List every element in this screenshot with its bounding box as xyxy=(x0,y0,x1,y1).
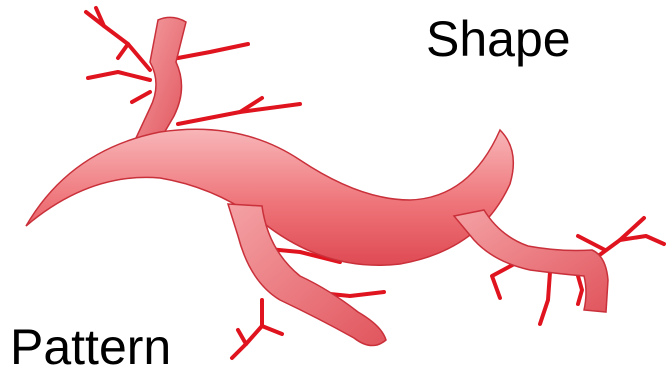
capillary-lower-left-twig2 xyxy=(238,330,246,344)
capillary-right-lower2 xyxy=(540,272,550,324)
capillary-top-left-lower2 xyxy=(132,92,150,102)
capillary-right-top-twig2 xyxy=(578,236,605,250)
pattern-label: Pattern xyxy=(10,322,171,372)
capillary-top-left xyxy=(86,12,150,70)
shape-label: Shape xyxy=(426,14,571,64)
vessel-right-branch xyxy=(454,210,608,312)
capillary-right-lower xyxy=(492,262,518,298)
capillary-top-left-twig2 xyxy=(118,44,128,58)
capillary-mid-right xyxy=(178,104,300,124)
capillary-top-right xyxy=(178,44,248,58)
capillary-top-left-lower xyxy=(88,72,150,80)
capillary-lower-left-twig xyxy=(262,326,282,334)
capillary-right-top-twig xyxy=(620,236,664,244)
